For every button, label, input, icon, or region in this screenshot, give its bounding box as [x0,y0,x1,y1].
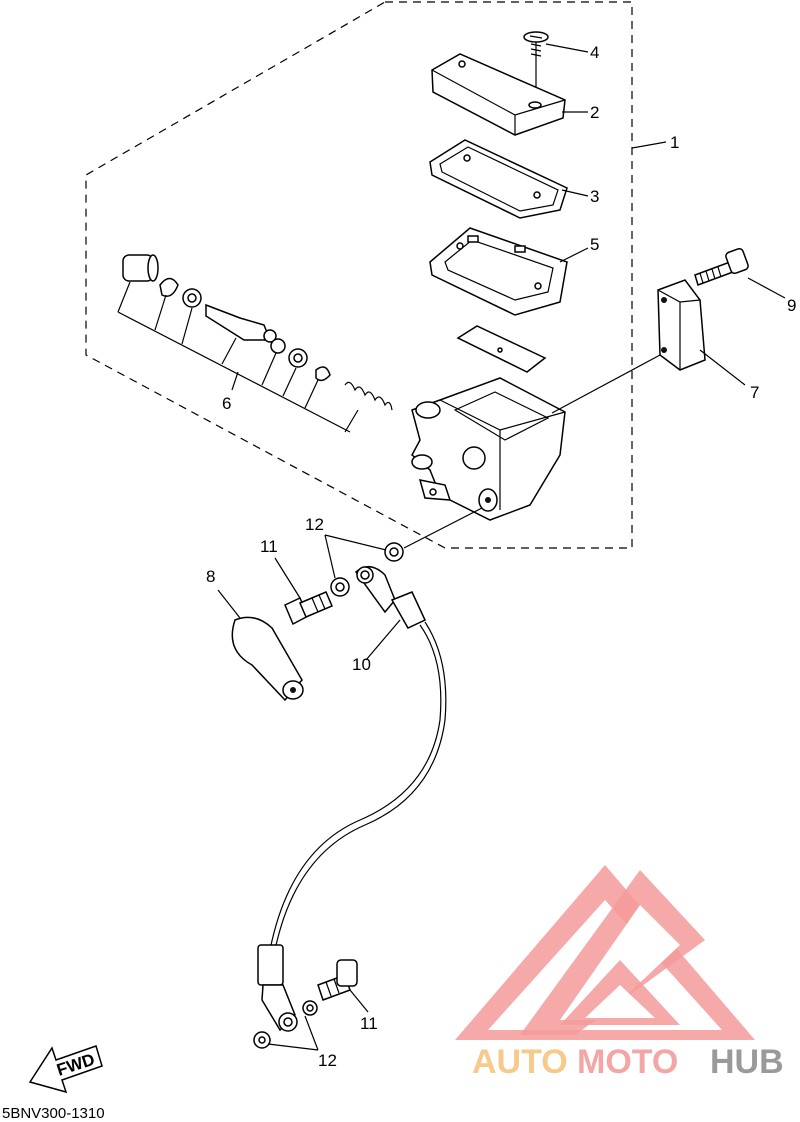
callout-6: 6 [222,394,231,413]
fwd-arrow-icon [28,1045,103,1094]
holder-part [657,279,706,371]
callout-4: 4 [590,43,599,62]
callout-8: 8 [206,567,215,586]
watermark-text-moto: MOTO [577,1043,678,1081]
callout-9: 9 [787,296,796,315]
callout-5: 5 [590,235,599,254]
callout-7: 7 [750,383,759,402]
assembly-boundary [85,1,633,549]
lower-union-bolt-part [317,959,358,1001]
watermark-text-auto: AUTO [472,1043,568,1081]
watermark-text-hub: HUB [710,1043,784,1081]
diagram-code: 5BNV300-1310 [2,1105,105,1122]
callout-12-upper: 12 [305,515,324,534]
watermark-logo [455,865,755,1040]
callout-2: 2 [590,103,599,122]
callout-12-lower: 12 [318,1051,337,1070]
callout-11-upper: 11 [260,537,278,556]
callout-3: 3 [590,187,599,206]
holder-bolt-part [694,247,749,286]
master-cylinder-body [411,377,566,521]
diaphragm-plate-part [429,139,568,219]
diaphragm-part [429,227,568,316]
piston-kit-part [117,254,393,433]
reservoir-cap-part [431,53,566,136]
union-bolt-part [284,591,333,626]
cap-boot-part [231,616,304,702]
callout-10: 10 [352,655,371,674]
callout-11-lower: 11 [360,1014,378,1033]
screw-part [523,31,549,90]
callout-1: 1 [670,133,679,152]
brake-hose-part [253,566,447,1049]
